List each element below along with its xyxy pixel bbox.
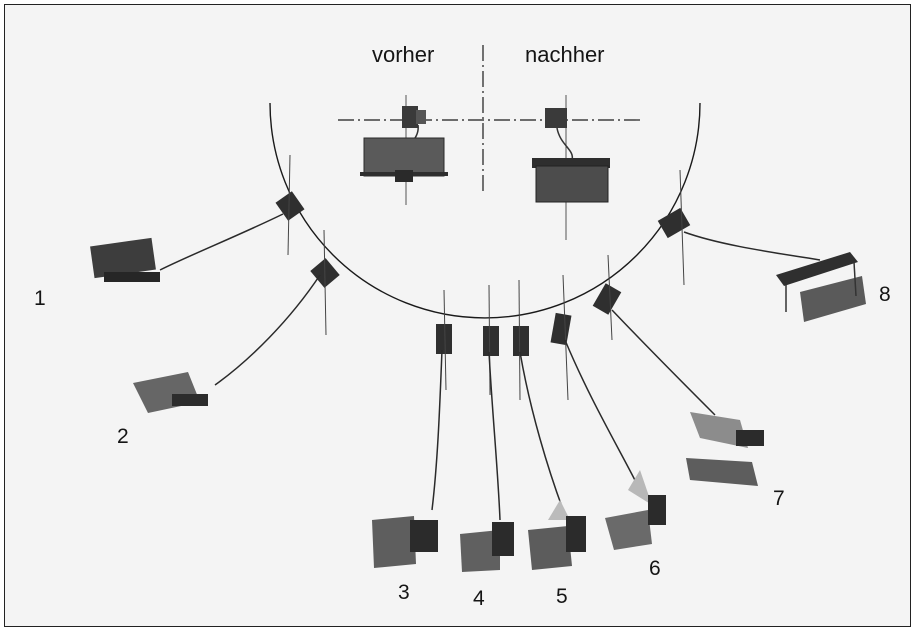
plate-4 [460, 522, 514, 572]
position-label-2: 2 [117, 425, 129, 448]
apparatus-after [532, 95, 610, 240]
plate-2 [133, 372, 208, 413]
suspension-wires [159, 213, 821, 521]
position-label-3: 3 [398, 581, 410, 604]
semicircle-arc [269, 102, 701, 319]
plate-7 [686, 412, 764, 486]
plate-3 [372, 516, 438, 568]
position-label-7: 7 [773, 487, 785, 510]
before-label: vorher [372, 42, 435, 67]
reference-crosshair [338, 45, 640, 195]
position-label-8: 8 [879, 283, 891, 306]
plate-8 [776, 252, 866, 322]
plate-1 [90, 237, 160, 282]
swing-plates [90, 237, 866, 572]
position-label-6: 6 [649, 557, 661, 580]
position-label-1: 1 [34, 287, 46, 310]
after-label: nachher [525, 42, 605, 67]
plate-6 [605, 470, 666, 550]
clamp-rods [287, 154, 685, 401]
plate-5 [528, 500, 586, 570]
position-label-5: 5 [556, 585, 568, 608]
arc-clamps [275, 191, 691, 356]
apparatus-before [360, 95, 448, 205]
position-label-4: 4 [473, 587, 485, 610]
